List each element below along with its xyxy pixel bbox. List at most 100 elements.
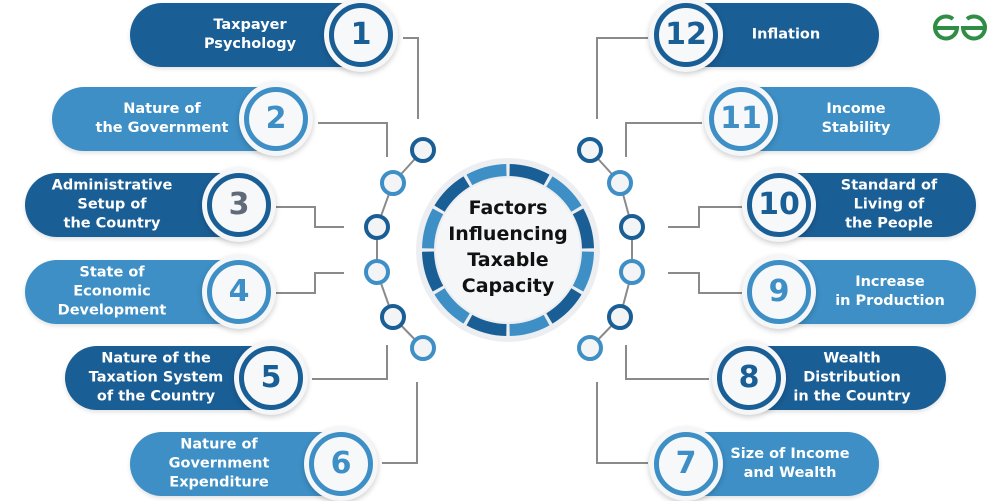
- factor-label-line: Psychology: [203, 36, 297, 52]
- ring-segment: [422, 251, 444, 292]
- number-badge: 7: [649, 427, 723, 501]
- connector-3: [276, 206, 316, 228]
- number-badge: 11: [704, 82, 778, 156]
- factor-9: 9 Increase in Production: [742, 255, 976, 329]
- center-title-line: Influencing: [448, 223, 568, 245]
- center-ring-segments: [422, 164, 594, 336]
- connector-2: [318, 122, 388, 157]
- factor-4: State of Economic Development 4: [25, 255, 276, 329]
- connector-9: [698, 272, 742, 294]
- connector-6: [382, 382, 418, 464]
- factor-5: Nature of the Taxation System of the Cou…: [65, 341, 308, 415]
- chain-node: [607, 304, 633, 330]
- factor-number: 3: [228, 187, 250, 222]
- chain-node: [577, 137, 603, 163]
- factor-label-line: in Production: [835, 293, 945, 309]
- factor-number: 4: [228, 274, 250, 309]
- ring-segment: [466, 164, 507, 186]
- center-title-line: Factors: [468, 197, 548, 219]
- chain-node: [410, 137, 436, 163]
- factor-label-line: the People: [845, 215, 933, 232]
- connector-8: [625, 345, 709, 380]
- chain-node: [380, 304, 406, 330]
- factor-label-line: State of: [79, 264, 145, 281]
- factor-1: Taxpayer Psychology 1: [130, 0, 398, 72]
- factor-label: Standard of Living of the People: [824, 177, 954, 234]
- number-badge: 10: [742, 168, 816, 242]
- factor-label: Income Stability: [786, 100, 926, 138]
- factor-number: 10: [758, 187, 800, 222]
- ring-segment: [572, 251, 594, 292]
- factor-label-line: Living of: [853, 196, 925, 213]
- ring-segment: [434, 288, 470, 324]
- factor-6: Nature of Government Expenditure 6: [130, 427, 378, 501]
- factor-label-line: and Wealth: [743, 465, 837, 481]
- factor-label-line: in the Country: [793, 388, 911, 405]
- connector-11: [625, 122, 702, 157]
- center-title-line: Capacity: [461, 275, 555, 297]
- factor-2: Nature of the Government 2: [52, 82, 313, 156]
- factor-label-line: Setup of: [77, 196, 147, 213]
- factor-number: 5: [260, 360, 282, 395]
- factor-label-line: Nature of the: [101, 350, 211, 367]
- factor-8: 8 Wealth Distribution in the Country: [712, 341, 946, 415]
- factor-label-line: Expenditure: [169, 474, 269, 491]
- factor-label: Size of Income and Wealth: [725, 445, 855, 483]
- factor-label-line: Economic: [73, 283, 151, 300]
- connector-12: [596, 37, 648, 119]
- factor-number: 8: [738, 360, 760, 395]
- number-badge: 4: [202, 255, 276, 329]
- factor-label: Wealth Distribution in the Country: [786, 350, 918, 407]
- center-title: Factors Influencing Taxable Capacity: [418, 195, 598, 299]
- connector-9b: [668, 272, 698, 274]
- factor-label-line: Income: [826, 101, 886, 117]
- factor-label-line: Stability: [821, 120, 891, 136]
- factor-label-line: Distribution: [803, 369, 901, 386]
- factor-label-line: Wealth: [823, 350, 881, 367]
- factor-number: 7: [675, 446, 697, 481]
- chain-node: [577, 335, 603, 361]
- number-badge: 9: [742, 255, 816, 329]
- factor-label: Inflation: [731, 26, 841, 45]
- chain-node: [619, 259, 645, 285]
- connector-3b: [314, 226, 344, 228]
- factor-7: 7 Size of Income and Wealth: [649, 427, 879, 501]
- chain-node: [364, 214, 390, 240]
- factor-label-line: Government: [168, 455, 270, 472]
- number-badge: 8: [712, 341, 786, 415]
- node-chain-left: [364, 137, 436, 361]
- factor-10: 10 Standard of Living of the People: [742, 168, 976, 242]
- factor-label: Nature of the Government: [72, 100, 252, 138]
- factor-label: Nature of Government Expenditure: [148, 436, 290, 493]
- factor-label-line: Taxpayer: [213, 17, 287, 33]
- factor-12: 12 Inflation: [649, 0, 879, 72]
- factor-11: 11 Income Stability: [704, 82, 940, 156]
- connector-10: [698, 206, 742, 228]
- factor-label-line: Standard of: [840, 177, 938, 194]
- factor-number: 2: [265, 101, 287, 136]
- factor-number: 11: [720, 101, 762, 136]
- factor-number: 6: [330, 446, 352, 481]
- ring-segment: [509, 314, 550, 336]
- number-badge: 1: [324, 0, 398, 72]
- ring-segment: [466, 314, 507, 336]
- chain-node: [619, 214, 645, 240]
- connector-1: [403, 37, 419, 119]
- chain-node: [607, 170, 633, 196]
- factor-label-line: Administrative: [51, 177, 173, 194]
- number-badge: 12: [649, 0, 723, 72]
- number-badge: 3: [202, 168, 276, 242]
- number-badge: 2: [239, 82, 313, 156]
- factor-label-line: the Country: [63, 215, 161, 232]
- gfg-logo-icon: [933, 14, 987, 41]
- factor-label-line: Nature of: [180, 436, 258, 453]
- factor-number: 1: [350, 17, 372, 52]
- factor-label-line: the Government: [95, 120, 229, 136]
- connector-4: [276, 272, 316, 294]
- factor-number: 12: [665, 17, 707, 52]
- number-badge: 6: [304, 427, 378, 501]
- ring-segment: [546, 288, 582, 324]
- ring-segment: [422, 208, 444, 249]
- factor-label-line: of the Country: [96, 388, 216, 405]
